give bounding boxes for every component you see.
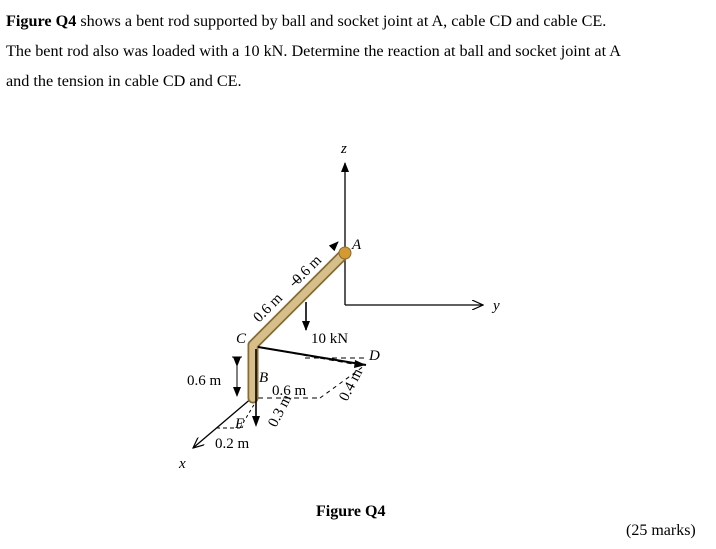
y-axis-label: y <box>491 298 500 314</box>
point-label-b: B <box>259 370 268 386</box>
dim-label-e-x: 0.2 m <box>215 436 250 452</box>
figure-reference: Figure Q4 <box>6 12 77 30</box>
ball-socket-joint-a <box>338 246 352 260</box>
marks-label: (25 marks) <box>626 522 696 539</box>
dim-label-bc: 0.6 m <box>187 373 222 389</box>
question-line-2: The bent rod also was loaded with a 10 k… <box>6 42 621 60</box>
point-label-c: C <box>236 331 247 347</box>
x-axis <box>193 396 254 448</box>
dim-arrow-upper <box>328 241 339 252</box>
dim-label-b-to-d: 0.6 m <box>272 383 307 399</box>
question-line-1: Figure Q4 shows a bent rod supported by … <box>6 12 607 30</box>
cable-ce-arrowhead <box>252 416 260 427</box>
dim-arrow-mid <box>291 277 301 286</box>
bent-rod-fill <box>249 249 349 402</box>
dim-label-d-offset: 0.4 m <box>336 366 366 404</box>
z-axis-label: z <box>340 141 347 157</box>
x-axis-label: x <box>178 456 186 472</box>
guide-d-diagonal <box>319 365 365 399</box>
question-line-3: and the tension in cable CD and CE. <box>6 72 242 90</box>
point-label-d: D <box>368 348 380 364</box>
figure-caption: Figure Q4 <box>316 503 386 520</box>
point-label-a: A <box>351 237 362 253</box>
point-label-e: E <box>234 416 244 432</box>
question-text: Figure Q4 shows a bent rod supported by … <box>6 6 706 96</box>
cable-cd <box>257 346 367 366</box>
load-label: 10 kN <box>311 331 348 347</box>
cable-cd-arrowhead <box>354 360 366 368</box>
